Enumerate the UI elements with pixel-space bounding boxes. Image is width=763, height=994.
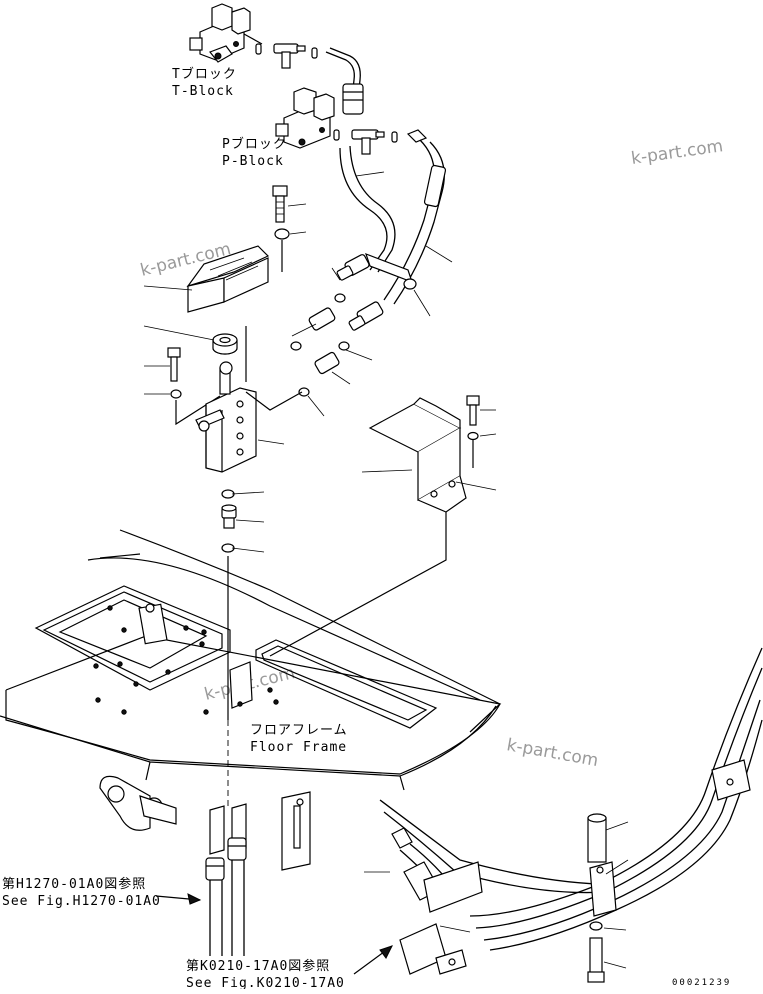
floor-frame	[0, 529, 502, 871]
harness-bolt	[587, 937, 605, 983]
ref-h1270-jp: 第H1270-01A0図参照	[2, 876, 146, 892]
floor-frame-label-jp: フロアフレーム	[250, 723, 348, 738]
elbow-connector	[314, 351, 340, 375]
ref-k0210-en: See Fig.K0210-17A0	[186, 976, 345, 989]
bracket-washer	[467, 431, 479, 441]
p-block-label-jp: Pブロック	[222, 136, 287, 152]
adapter-fitting	[221, 504, 237, 529]
watermark: k-part.com	[630, 136, 724, 169]
t-block-label-en: T-Block	[172, 84, 234, 99]
o-ring	[338, 341, 350, 351]
p-fitting	[333, 129, 398, 155]
right-hose	[383, 139, 435, 301]
hose-fitting	[342, 83, 364, 115]
hose-clamp	[365, 252, 413, 284]
leader-lines	[143, 171, 629, 969]
p-block	[275, 87, 335, 149]
bolt	[272, 185, 288, 223]
spacer-collar	[587, 813, 607, 863]
o-ring	[334, 293, 346, 303]
rubber-pad	[186, 245, 270, 313]
nut	[212, 333, 238, 355]
straight-connector	[308, 307, 336, 331]
harness-clamp	[589, 759, 751, 917]
floor-frame-label-en: Floor Frame	[250, 740, 347, 755]
ref-k0210-jp: 第K0210-17A0図参照	[186, 958, 330, 974]
small-washer	[170, 389, 182, 399]
l-bracket	[368, 397, 467, 513]
left-hose	[339, 147, 388, 271]
upper-hose-tube	[325, 51, 355, 99]
bracket-bolt	[466, 395, 480, 426]
drawing-code: 00021239	[672, 978, 731, 988]
watermark: k-part.com	[505, 735, 600, 771]
mounting-bracket	[195, 361, 257, 473]
harness-washer	[589, 921, 603, 931]
wire-harness	[379, 647, 763, 975]
t-fitting	[255, 43, 318, 69]
p-block-label-en: P-Block	[222, 154, 284, 169]
frame-post	[281, 791, 311, 871]
t-block-label-jp: Tブロック	[172, 66, 237, 82]
hose-fitting-left	[336, 254, 370, 281]
ref-h1270-en: See Fig.H1270-01A0	[2, 894, 161, 909]
o-ring	[298, 387, 310, 397]
hose-fitting-right	[348, 301, 384, 331]
lower-hoses	[205, 803, 247, 956]
frame-hinge	[99, 775, 177, 831]
washer	[274, 228, 290, 240]
o-ring	[290, 341, 302, 351]
t-block	[189, 3, 263, 63]
small-bolt	[167, 347, 181, 382]
